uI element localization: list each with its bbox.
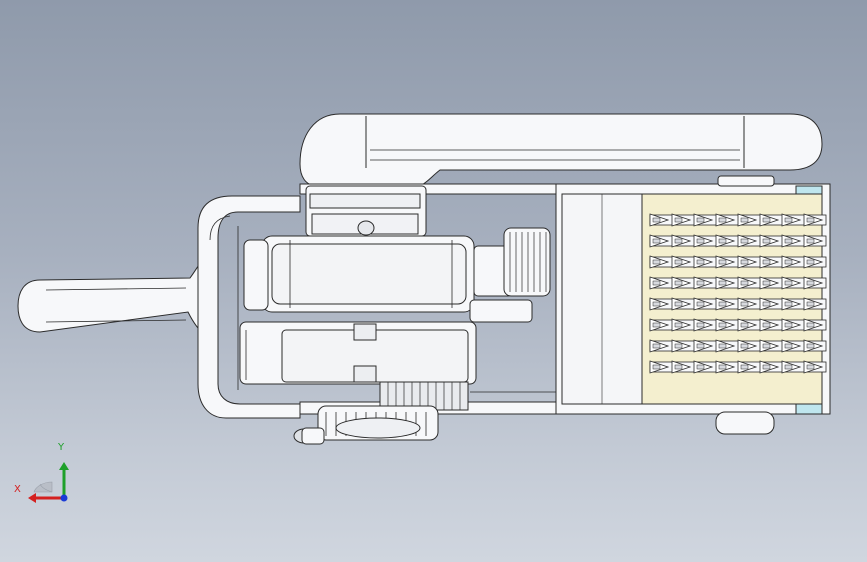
y-axis-label: Y — [58, 442, 65, 453]
z-axis-point — [60, 494, 68, 502]
spike-row — [649, 234, 827, 248]
x-axis-label: X — [14, 484, 21, 495]
spike-rows — [649, 213, 827, 374]
hook-frame — [197, 195, 301, 419]
gear-hub — [305, 185, 427, 237]
lower-housing — [239, 299, 533, 385]
spike-row — [649, 360, 827, 374]
ribbed-cylinder — [379, 381, 469, 411]
coordinate-triad: X Y — [12, 440, 82, 510]
spike-row — [649, 297, 827, 311]
spike-row — [649, 318, 827, 332]
spike-row — [649, 213, 827, 227]
spike-row — [649, 339, 827, 353]
knurled-knob — [503, 227, 551, 297]
top-lever — [299, 113, 823, 187]
triad-graphic — [28, 462, 69, 503]
motor-housing — [243, 235, 513, 313]
bottom-gear — [293, 405, 439, 445]
spike-row — [649, 255, 827, 269]
handle-grip — [17, 254, 207, 338]
spike-row — [649, 276, 827, 290]
